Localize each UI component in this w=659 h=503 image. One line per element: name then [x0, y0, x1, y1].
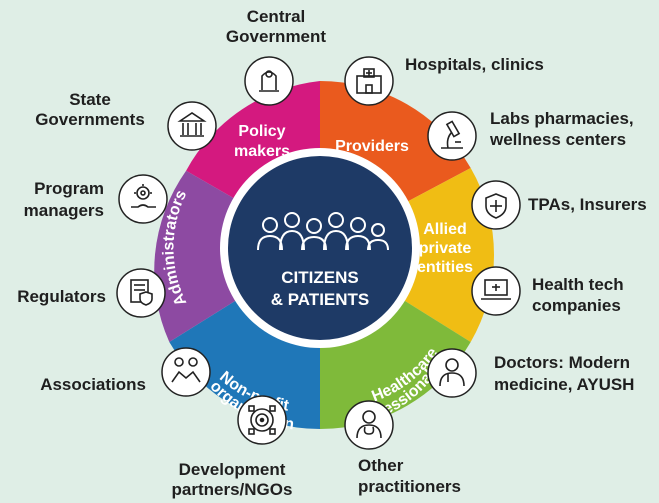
segment-label-allied-line2: private — [419, 240, 472, 257]
label-hospitals: Hospitals, clinics — [405, 55, 544, 74]
other-practitioners-node — [344, 400, 394, 450]
label-other-practitioners-2: practitioners — [358, 477, 461, 496]
program-managers-node — [118, 174, 168, 224]
label-labs-1: Labs pharmacies, — [490, 109, 634, 128]
target-icon — [248, 405, 276, 435]
practitioner-icon — [356, 410, 382, 439]
label-state-governments-2: Governments — [35, 110, 145, 129]
regulators-node — [116, 268, 166, 318]
label-central-government-1: Central — [247, 7, 306, 26]
label-other-practitioners-1: Other — [358, 456, 404, 475]
segment-label-policy-line2: makers — [234, 143, 290, 160]
doctor-icon — [439, 358, 465, 387]
people-group-icon — [257, 212, 389, 251]
label-tpas: TPAs, Insurers — [528, 195, 647, 214]
development-partners-node — [237, 395, 287, 445]
state-governments-node — [167, 101, 217, 151]
document-shield-icon — [130, 279, 153, 306]
label-doctors-1: Doctors: Modern — [494, 353, 630, 372]
label-doctors-2: medicine, AYUSH — [494, 375, 634, 394]
label-labs-2: wellness centers — [489, 130, 626, 149]
label-development-partners-1: Development — [179, 460, 286, 479]
central-government-node — [244, 56, 294, 106]
segment-label-allied-line3: entities — [417, 259, 473, 276]
labs-node — [427, 111, 477, 161]
health-tech-node — [471, 266, 521, 316]
center-circle — [228, 156, 412, 340]
segment-label-policy-line1: Policy — [238, 123, 285, 140]
label-regulators: Regulators — [17, 287, 106, 306]
hospital-icon — [356, 68, 382, 94]
laptop-icon — [481, 279, 511, 300]
label-health-tech-2: companies — [532, 296, 621, 315]
segment-label-allied-line1: Allied — [423, 221, 467, 238]
label-program-managers-1: Program — [34, 179, 104, 198]
label-program-managers-2: managers — [24, 201, 104, 220]
segment-label-providers: Providers — [335, 138, 409, 155]
gear-hand-icon — [131, 184, 156, 208]
microscope-icon — [441, 120, 463, 149]
emblem-icon — [259, 70, 279, 92]
hospitals-node — [344, 56, 394, 106]
insurance-icon — [485, 193, 507, 219]
doctors-node — [427, 348, 477, 398]
center-title-line2: & PATIENTS — [271, 290, 370, 309]
tpas-node — [471, 180, 521, 230]
label-health-tech-1: Health tech — [532, 275, 624, 294]
label-central-government-2: Government — [226, 27, 326, 46]
center-title-line1: CITIZENS — [281, 268, 358, 287]
capitol-icon — [177, 112, 207, 137]
label-development-partners-2: partners/NGOs — [172, 480, 293, 499]
label-state-governments-1: State — [69, 90, 111, 109]
label-associations: Associations — [40, 375, 146, 394]
handshake-icon — [171, 357, 201, 383]
associations-node — [161, 347, 211, 397]
